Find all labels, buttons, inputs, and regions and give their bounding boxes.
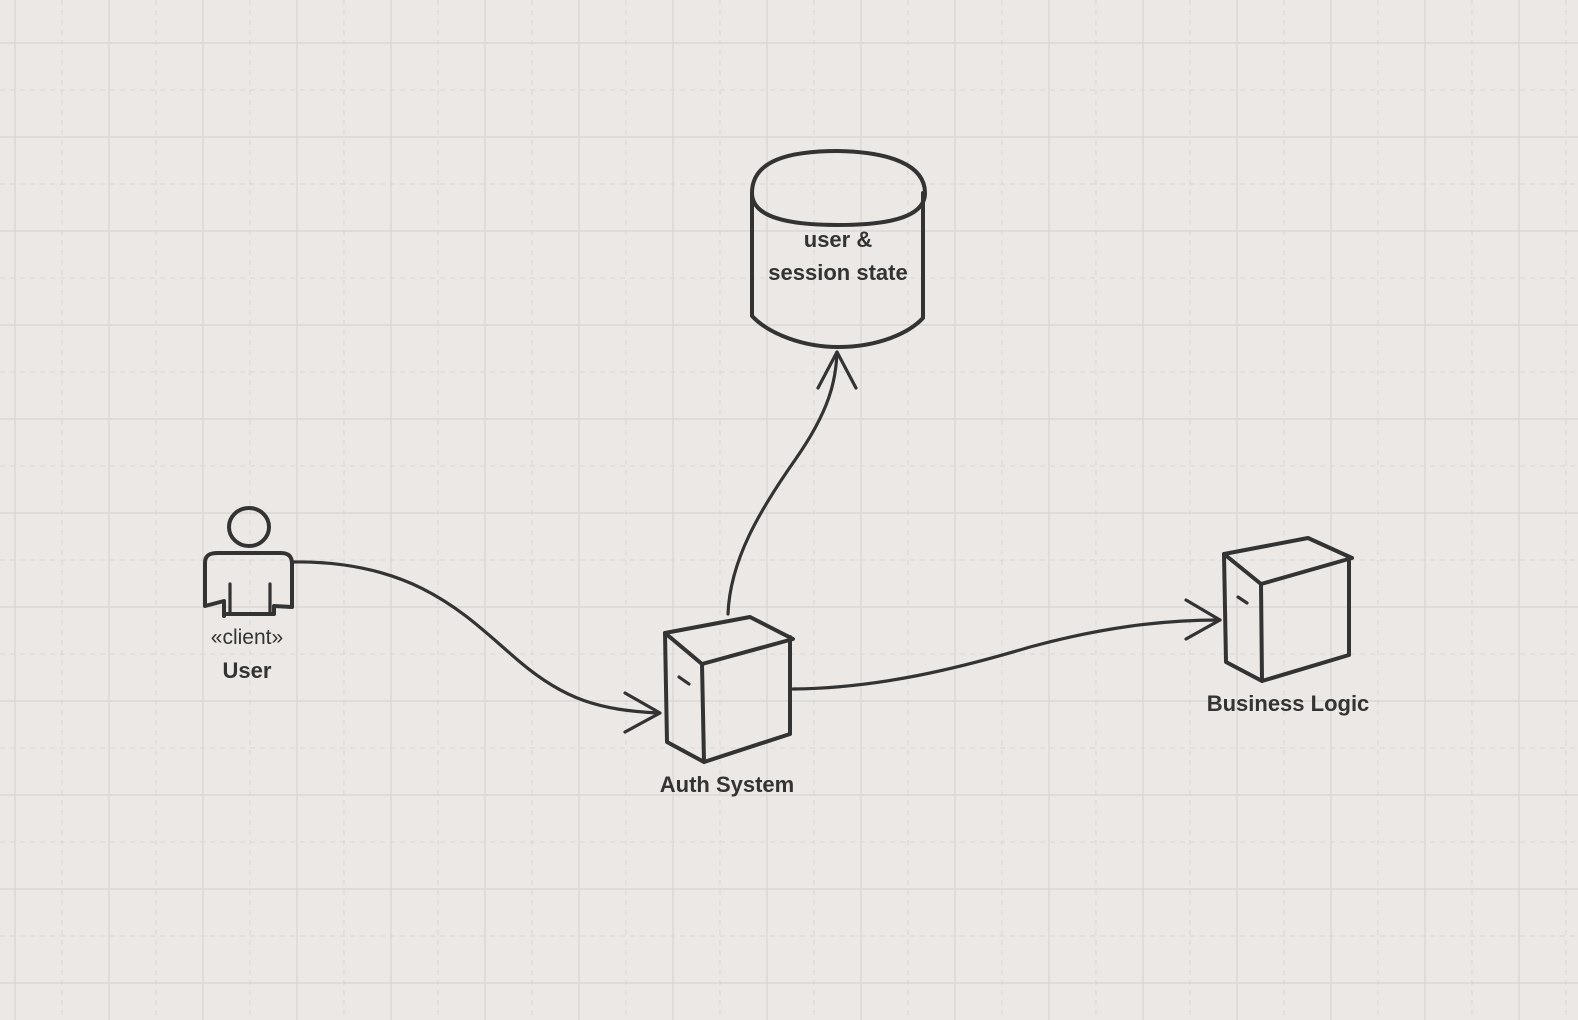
database-label-line1: user & <box>804 227 873 252</box>
database-cylinder-icon <box>750 149 927 349</box>
edge-auth-to-database[interactable] <box>726 350 858 616</box>
business-label: Business Logic <box>1207 691 1370 716</box>
user-label: User <box>223 658 272 683</box>
node-user[interactable]: «client» User <box>203 506 294 683</box>
node-database[interactable]: user & session state <box>750 149 927 349</box>
actor-icon <box>203 506 294 618</box>
node-business-logic[interactable]: Business Logic <box>1207 536 1370 716</box>
edge-user-to-auth[interactable] <box>290 560 662 734</box>
database-label-line2: session state <box>768 260 907 285</box>
server-box-icon <box>663 615 795 764</box>
auth-label: Auth System <box>660 772 794 797</box>
user-stereotype: «client» <box>211 626 283 649</box>
server-box-icon <box>1222 536 1354 683</box>
node-auth-system[interactable]: Auth System <box>660 615 795 797</box>
edge-auth-to-business[interactable] <box>791 598 1222 691</box>
